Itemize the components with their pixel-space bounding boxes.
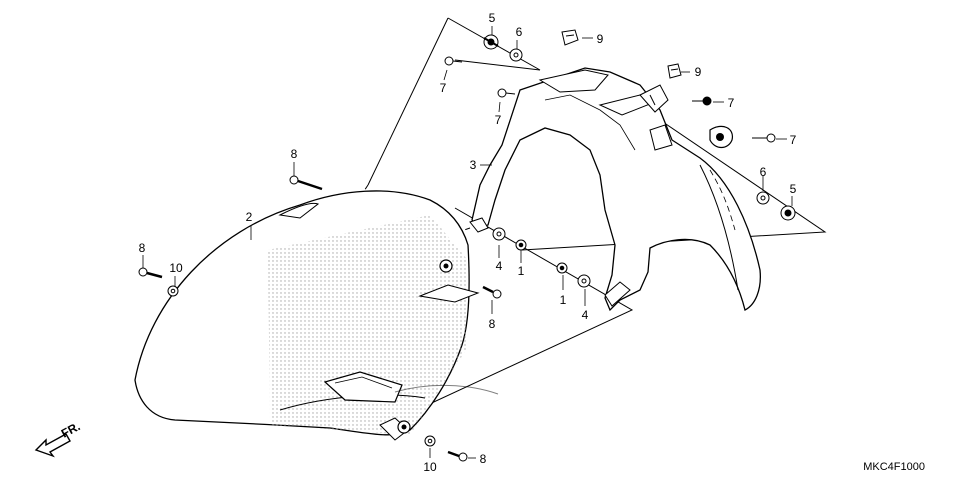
screw-7-a [444, 56, 463, 66]
front-fender [134, 190, 499, 441]
callout-10: 10 [423, 460, 437, 474]
callout-9: 9 [597, 32, 604, 46]
callout-7: 7 [790, 133, 797, 147]
washer-6-top [509, 48, 523, 62]
callout-5: 5 [790, 182, 797, 196]
collar-1-b [556, 262, 568, 274]
diagram-code: MKC4F1000 [863, 461, 925, 473]
callout-6: 6 [516, 25, 523, 39]
callout-1: 1 [560, 293, 567, 307]
callout-8: 8 [139, 241, 146, 255]
callout-7: 7 [495, 113, 502, 127]
washer-4-b [577, 274, 591, 288]
callout-7: 7 [440, 81, 447, 95]
bolt-8-d [447, 450, 468, 462]
washer-10-a [167, 285, 179, 297]
leader-lines [142, 26, 793, 459]
front-direction-indicator: FR. [34, 419, 82, 458]
callout-4: 4 [496, 259, 503, 273]
inner-fender [469, 67, 761, 312]
nut-5-top [483, 34, 499, 50]
screw-7-d [752, 133, 776, 143]
collar-1-a [515, 239, 527, 251]
clip-9-top [561, 29, 579, 46]
callout-2: 2 [246, 210, 253, 224]
callout-10: 10 [169, 261, 183, 275]
clip-9-mid [667, 63, 682, 79]
bolt-8-b [138, 267, 163, 279]
callouts: 5 6 9 9 7 7 7 7 3 6 5 8 2 8 10 4 1 8 1 4… [139, 11, 797, 474]
callout-1: 1 [518, 264, 525, 278]
arrow-left-icon [34, 433, 71, 458]
screw-7-b [497, 88, 516, 98]
callout-8: 8 [480, 452, 487, 466]
nut-5-right [780, 205, 796, 221]
callout-5: 5 [489, 11, 496, 25]
washer-10-b [424, 435, 436, 447]
hardware [138, 29, 796, 462]
callout-8: 8 [489, 317, 496, 331]
bolt-8-c [482, 285, 502, 299]
bolt-8-a [289, 175, 323, 191]
washer-4-a [492, 227, 506, 241]
callout-3: 3 [470, 158, 477, 172]
callout-9: 9 [695, 65, 702, 79]
callout-8: 8 [291, 147, 298, 161]
callout-7: 7 [728, 96, 735, 110]
screw-7-c [692, 96, 712, 106]
callout-6: 6 [760, 165, 767, 179]
washer-6-right [756, 191, 770, 205]
callout-4: 4 [582, 308, 589, 322]
